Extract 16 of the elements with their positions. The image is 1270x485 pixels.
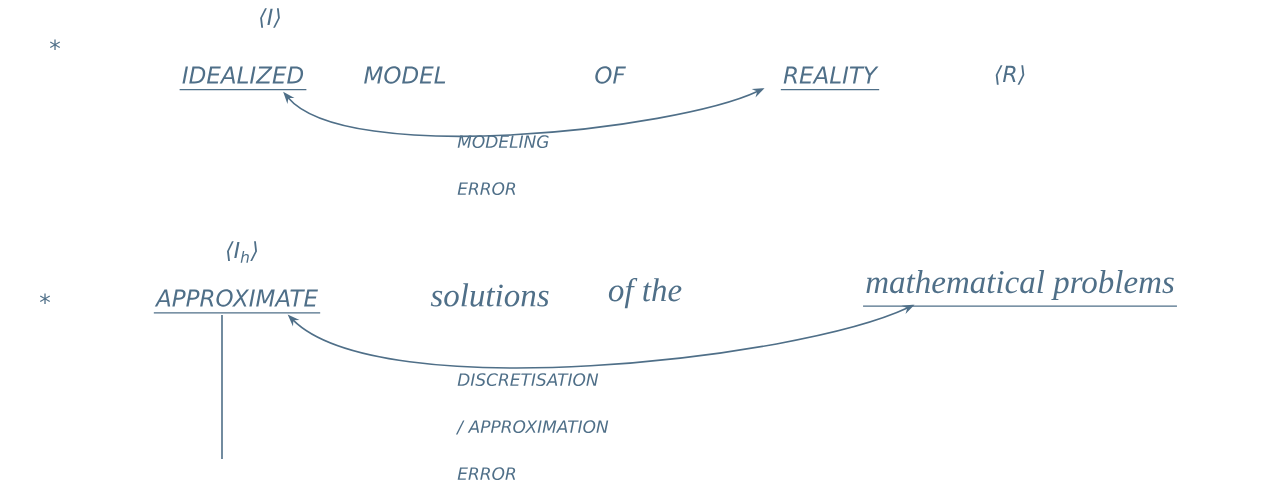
word: of the (608, 277, 682, 309)
edge-label: MODELING ERROR (457, 135, 549, 196)
underlined-word: IDEALIZED (178, 66, 308, 91)
vertical-line (221, 314, 223, 460)
edge-label: DISCRETISATION / APPROXIMATION ERROR (455, 373, 609, 481)
symbol-label: ⟨R⟩ (995, 65, 1025, 85)
word: solutions (430, 283, 549, 307)
symbol-label: ⟨I$_{h}$⟩ (227, 241, 257, 263)
symbol-label: ⟨I⟩ (260, 8, 280, 28)
word: OF (595, 66, 626, 84)
underlined-word: APPROXIMATE (153, 289, 321, 314)
underlined-word: REALITY (780, 66, 880, 91)
underlined-word: mathematical problems (862, 270, 1178, 307)
word: MODEL (364, 66, 446, 84)
word: * (49, 39, 61, 50)
word: * (39, 293, 51, 304)
